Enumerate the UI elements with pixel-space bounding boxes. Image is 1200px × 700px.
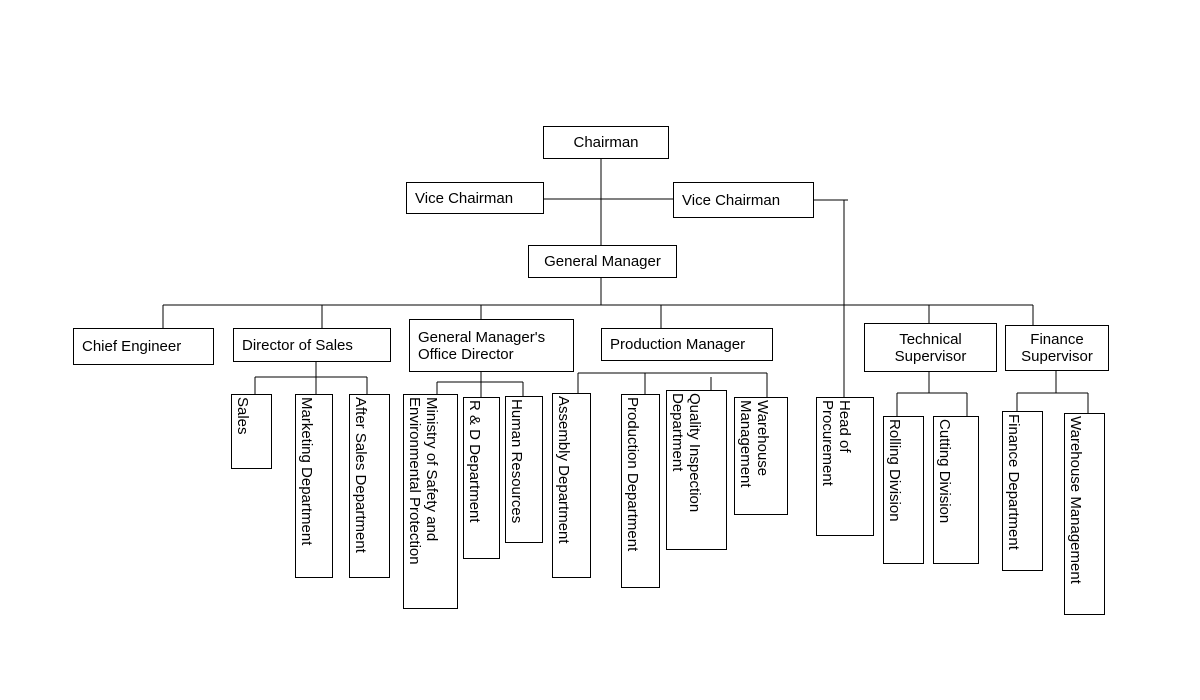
safety-environment-box: Ministry of Safety and Environmental Pro…: [403, 394, 458, 609]
warehouse-management-prod-box: Warehouse Management: [734, 397, 788, 515]
rolling-division-box: Rolling Division: [883, 416, 924, 564]
warehouse-management-fin-box: Warehouse Management: [1064, 413, 1105, 615]
gm-office-director-box: General Manager's Office Director: [409, 319, 574, 372]
chairman-label: Chairman: [573, 134, 639, 151]
general-manager-label: General Manager: [544, 253, 661, 270]
warehouse-management-prod-label: Warehouse Management: [737, 400, 771, 488]
vice-chairman-left-box: Vice Chairman: [406, 182, 544, 214]
production-department-label: Production Department: [624, 397, 641, 552]
vice-chairman-right-box: Vice Chairman: [673, 182, 814, 218]
human-resources-label: Human Resources: [508, 399, 525, 524]
safety-environment-label: Ministry of Safety and Environmental Pro…: [406, 397, 440, 565]
production-department-box: Production Department: [621, 394, 660, 588]
sales-unit-label: Sales: [234, 397, 251, 435]
head-procurement-label: Head of Procurement: [819, 400, 853, 486]
production-manager-box: Production Manager: [601, 328, 773, 361]
cutting-division-box: Cutting Division: [933, 416, 979, 564]
rd-department-label: R & D Department: [466, 400, 483, 523]
human-resources-box: Human Resources: [505, 396, 543, 543]
sales-unit-box: Sales: [231, 394, 272, 469]
chief-engineer-box: Chief Engineer: [73, 328, 214, 365]
general-manager-box: General Manager: [528, 245, 677, 278]
rolling-division-label: Rolling Division: [886, 419, 903, 522]
vice-chairman-right-label: Vice Chairman: [682, 191, 781, 209]
assembly-department-label: Assembly Department: [555, 396, 572, 544]
warehouse-management-fin-label: Warehouse Management: [1067, 416, 1084, 584]
cutting-division-label: Cutting Division: [936, 419, 953, 524]
production-manager-label: Production Manager: [610, 336, 746, 353]
quality-inspection-label: Quality Inspection Department: [669, 393, 703, 513]
marketing-department-label: Marketing Department: [298, 397, 315, 546]
technical-supervisor-label: Technical Supervisor: [894, 330, 967, 365]
marketing-department-box: Marketing Department: [295, 394, 333, 578]
chief-engineer-label: Chief Engineer: [82, 338, 182, 355]
assembly-department-box: Assembly Department: [552, 393, 591, 578]
vice-chairman-left-label: Vice Chairman: [415, 189, 514, 207]
after-sales-department-box: After Sales Department: [349, 394, 390, 578]
technical-supervisor-box: Technical Supervisor: [864, 323, 997, 372]
finance-supervisor-label: Finance Supervisor: [1021, 331, 1093, 365]
head-procurement-box: Head of Procurement: [816, 397, 874, 536]
rd-department-box: R & D Department: [463, 397, 500, 559]
chairman-box: Chairman: [543, 126, 669, 159]
quality-inspection-box: Quality Inspection Department: [666, 390, 727, 550]
after-sales-department-label: After Sales Department: [352, 397, 369, 553]
gm-office-director-label: General Manager's Office Director: [418, 328, 546, 363]
director-sales-label: Director of Sales: [242, 336, 353, 354]
director-sales-box: Director of Sales: [233, 328, 391, 362]
finance-department-box: Finance Department: [1002, 411, 1043, 571]
finance-supervisor-box: Finance Supervisor: [1005, 325, 1109, 371]
finance-department-label: Finance Department: [1005, 414, 1022, 550]
